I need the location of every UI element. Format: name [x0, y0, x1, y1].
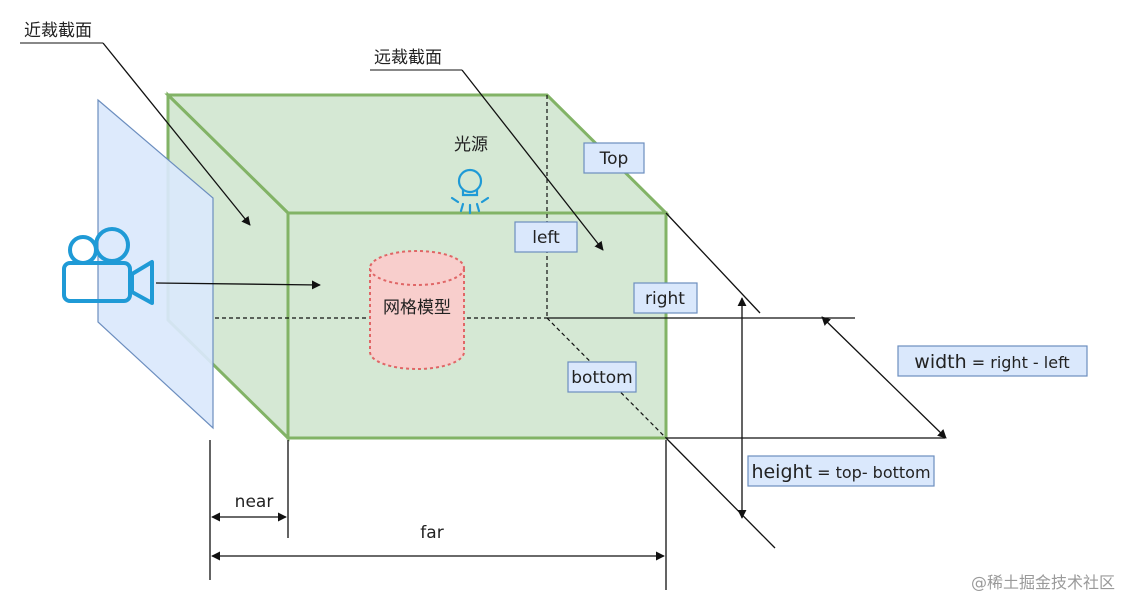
far-plane-pointer — [461, 69, 604, 251]
width-formula-box — [897, 345, 1088, 377]
width-formula-term: = right - left — [967, 353, 1070, 372]
near-plane-label: 近裁截面 — [24, 21, 92, 41]
bottom-diagonal-extension — [665, 437, 776, 549]
width-dimension-arrow — [821, 316, 947, 439]
left-label-box — [514, 221, 578, 253]
left-label: left — [532, 228, 560, 248]
width-formula-label: width = right - left — [914, 351, 1069, 373]
top-extension-line — [665, 212, 761, 314]
bottom-label: bottom — [571, 368, 632, 388]
near-label: near — [235, 492, 274, 512]
top-label-box — [583, 142, 645, 174]
height-formula-box — [747, 455, 935, 487]
near-plane-pointer — [102, 42, 251, 226]
camera-icon — [62, 227, 154, 305]
mesh-cylinder — [369, 250, 465, 370]
height-term: height — [751, 461, 812, 483]
right-label: right — [645, 289, 685, 309]
light-bulb-icon — [450, 168, 490, 215]
right-label-box — [633, 282, 698, 314]
height-formula-term: = top- bottom — [812, 463, 931, 482]
height-formula-label: height = top- bottom — [751, 461, 930, 483]
watermark: @稀土掘金技术社区 — [971, 573, 1115, 592]
light-source-label: 光源 — [454, 135, 488, 155]
top-label: Top — [599, 149, 629, 169]
frustum-front-face — [286, 211, 668, 440]
mesh-model-label: 网格模型 — [383, 298, 451, 318]
bottom-label-box — [567, 361, 637, 393]
far-plane-label: 远裁截面 — [374, 48, 442, 68]
width-term: width — [914, 351, 966, 373]
camera-view-arrow — [155, 280, 321, 290]
far-label: far — [420, 523, 443, 543]
